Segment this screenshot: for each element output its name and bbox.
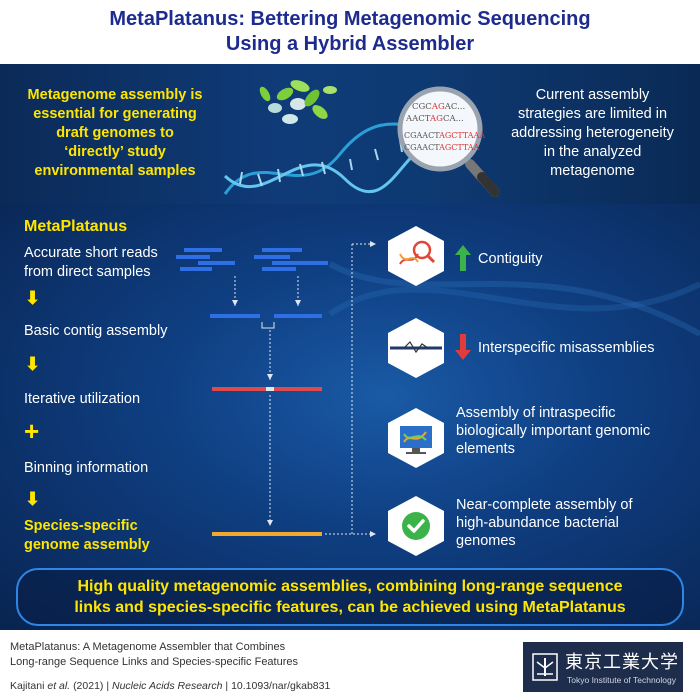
title-line-2: Using a Hybrid Assembler xyxy=(225,33,475,55)
result-line: biologically important genomic xyxy=(456,423,651,439)
result-line: elements xyxy=(456,441,515,457)
main-panel xyxy=(0,204,700,630)
university-logo: 東京工業大学 Tokyo Institute of Technology xyxy=(523,642,683,692)
result-misassemblies: Interspecific misassemblies xyxy=(478,340,655,356)
step-short-reads-2: from direct samples xyxy=(24,264,151,280)
svg-text:CGAACTAGCTTAA: CGAACTAGCTTAA xyxy=(404,143,480,152)
intro-right-line: addressing heterogeneity xyxy=(511,125,674,141)
citation-etal: et al. xyxy=(47,680,71,692)
step-binning: Binning information xyxy=(24,460,149,476)
result-line: high-abundance bacterial xyxy=(456,515,619,531)
svg-text:CGCAGAC...: CGCAGAC... xyxy=(412,102,465,112)
intro-right-text: Current assembly strategies are limited … xyxy=(500,86,685,181)
logo-english: Tokyo Institute of Technology xyxy=(567,675,676,685)
citation-title: MetaPlatanus: A Metagenome Assembler tha… xyxy=(10,640,298,670)
down-arrow-red-icon xyxy=(455,334,471,360)
plus-icon: + xyxy=(24,416,40,446)
intro-right-line: in the analyzed xyxy=(543,144,642,160)
citation-year: (2021) xyxy=(73,680,104,692)
down-arrow-icon: ⬇ xyxy=(25,489,41,509)
step-species-specific-1: Species-specific xyxy=(24,518,138,534)
header: MetaPlatanus: Bettering Metagenomic Sequ… xyxy=(0,0,700,64)
citation-title-line: MetaPlatanus: A Metagenome Assembler tha… xyxy=(10,641,286,653)
short-reads xyxy=(176,248,328,271)
conclusion-banner: High quality metagenomic assemblies, com… xyxy=(16,568,684,626)
result-line: Assembly of intraspecific xyxy=(456,405,616,421)
svg-text:AACTAGCA...: AACTAGCA... xyxy=(405,114,464,124)
result-line: Near-complete assembly of xyxy=(456,497,633,513)
citation-title-line: Long-range Sequence Links and Species-sp… xyxy=(10,656,299,668)
result-contiguity: Contiguity xyxy=(478,251,543,267)
pipeline-diagram xyxy=(176,241,700,537)
pipeline-title: MetaPlatanus xyxy=(24,218,128,235)
intro-illustration: CGCAGAC... AACTAGCA... CGAACTAGCTTAAA CG… xyxy=(223,80,500,197)
intro-left-line: Metagenome assembly is xyxy=(27,87,203,103)
intro-left-line: environmental samples xyxy=(34,163,196,179)
intro-left-line: essential for generating xyxy=(33,106,197,122)
bacteria-icon xyxy=(259,80,337,124)
banner-line-2: links and species-specific features, can… xyxy=(74,599,626,616)
down-arrow-icon: ⬇ xyxy=(25,288,41,308)
intro-right-line: Current assembly xyxy=(535,87,650,103)
misassembly-line-icon xyxy=(388,318,444,378)
citation-doi: 10.1093/nar/gkab831 xyxy=(231,680,331,692)
citation-meta: Kajitani et al. (2021) | Nucleic Acids R… xyxy=(10,680,330,692)
step-basic-contig: Basic contig assembly xyxy=(24,323,168,339)
intro-band xyxy=(0,64,700,204)
title-line-1: MetaPlatanus: Bettering Metagenomic Sequ… xyxy=(109,8,591,30)
university-emblem-icon xyxy=(532,653,558,681)
magnifier-icon: CGCAGAC... AACTAGCA... CGAACTAGCTTAAA CG… xyxy=(397,86,500,197)
intro-left-line: draft genomes to xyxy=(56,125,174,141)
checkmark-icon xyxy=(388,496,444,556)
citation-authors: Kajitani xyxy=(10,680,45,692)
intro-left-text: Metagenome assembly is essential for gen… xyxy=(10,86,220,181)
up-arrow-icon xyxy=(455,245,471,271)
result-near-complete: Near-complete assembly of high-abundance… xyxy=(456,496,633,550)
intro-left-line: ‘directly’ study xyxy=(64,144,166,160)
intro-right-line: strategies are limited in xyxy=(517,106,668,122)
logo-japanese: 東京工業大学 xyxy=(565,652,679,673)
intro-right-line: metagenome xyxy=(550,163,635,179)
banner-line-1: High quality metagenomic assemblies, com… xyxy=(77,578,623,595)
citation-journal: Nucleic Acids Research xyxy=(112,680,223,692)
dna-magnifier-icon xyxy=(388,226,444,286)
step-species-specific-2: genome assembly xyxy=(24,537,150,553)
monitor-dna-icon xyxy=(388,408,444,468)
down-arrow-icon: ⬇ xyxy=(25,354,41,374)
citation-separator: | xyxy=(225,680,229,692)
citation-separator: | xyxy=(106,680,110,692)
step-iterative: Iterative utilization xyxy=(24,391,141,407)
result-line: genomes xyxy=(456,533,516,549)
result-intraspecific: Assembly of intraspecific biologically i… xyxy=(456,404,650,458)
step-short-reads-1: Accurate short reads xyxy=(24,245,158,261)
svg-text:CGAACTAGCTTAAA: CGAACTAGCTTAAA xyxy=(404,131,485,140)
